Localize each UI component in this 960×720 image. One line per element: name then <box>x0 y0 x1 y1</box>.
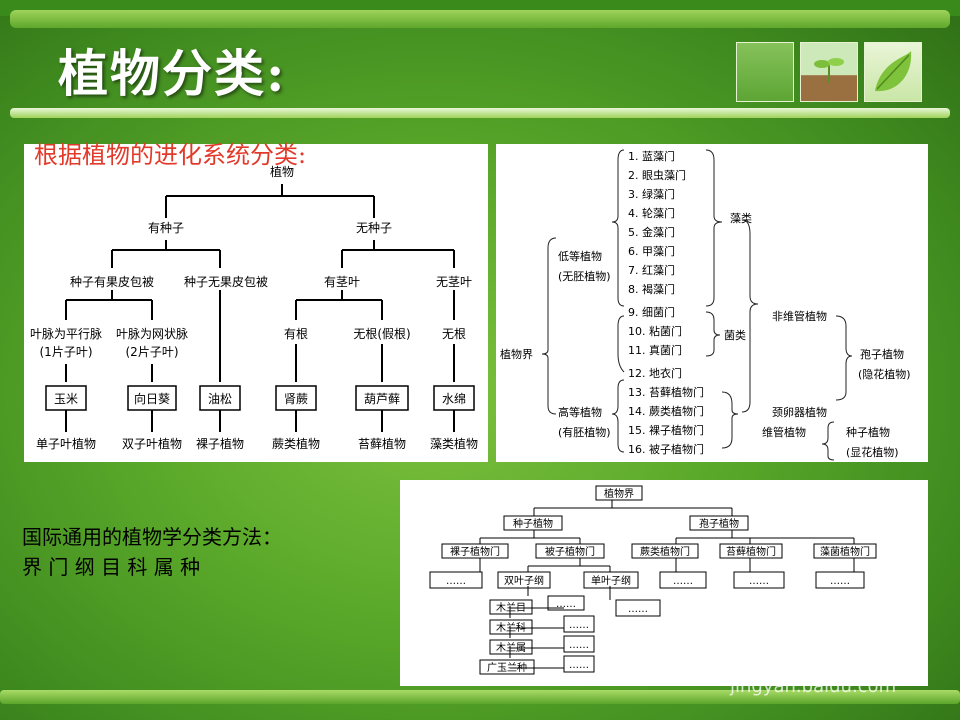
label-higher-note: (有胚植物) <box>558 425 611 439</box>
phylum-16: 16. 被子植物门 <box>628 442 704 456</box>
subtitle: 根据植物的进化系统分类: <box>34 135 306 170</box>
label-lower-note: (无胚植物) <box>558 269 611 283</box>
sprout-image <box>800 42 858 102</box>
label-spore: 孢子植物 <box>860 347 904 361</box>
node-l3-4: 有根 <box>284 327 308 341</box>
leaf-image <box>864 42 922 102</box>
tax-root: 植物界 <box>604 487 634 500</box>
node-l1-1: 无种子 <box>356 221 392 235</box>
tax-dots-7: …… <box>569 640 589 651</box>
watermark-url: jingyan.baidu.com <box>730 676 896 697</box>
phylum-2: 2. 眼虫藻门 <box>628 168 686 182</box>
tax-dots-0: …… <box>446 576 466 587</box>
label-seed: 种子植物 <box>846 425 890 439</box>
top-decor-line <box>10 10 950 28</box>
tax-seed-plants: 种子植物 <box>513 517 553 530</box>
intl-line-1: 国际通用的植物学分类方法： <box>22 522 282 552</box>
node-l3-1: (1片子叶) <box>40 345 93 359</box>
tax-family: 木兰科 <box>496 621 526 634</box>
tax-phylum-1: 被子植物门 <box>545 545 595 558</box>
example-2: 油松 <box>208 392 232 406</box>
node-l3-5: 无根(假根) <box>353 327 410 341</box>
tax-spore-plants: 孢子植物 <box>699 517 739 530</box>
label-kingdom: 植物界 <box>500 347 533 361</box>
node-l3-0: 叶脉为平行脉 <box>30 326 102 341</box>
example-1: 向日葵 <box>134 391 170 406</box>
phylum-bracket-diagram: 1. 蓝藻门 2. 眼虫藻门 3. 绿藻门 4. 轮藻门 5. 金藻门 6. 甲… <box>496 144 928 462</box>
tax-phylum-2: 蕨类植物门 <box>640 545 690 558</box>
phylum-13: 13. 苔藓植物门 <box>628 385 704 399</box>
label-algae: 藻类 <box>730 211 752 225</box>
phylum-10: 10. 粘菌门 <box>628 324 682 338</box>
page-title: 植物分类: <box>58 34 286 106</box>
header-separator <box>10 108 950 118</box>
tax-dots-4: …… <box>628 604 648 615</box>
node-l3-6: 无根 <box>442 327 466 341</box>
phylum-6: 6. 甲藻门 <box>628 244 675 258</box>
label-vascular: 维管植物 <box>762 425 806 439</box>
evolution-tree-panel: 植物 有种子 无种子 种子有果皮包被 种子无果皮包被 有茎叶 无茎叶 叶脉为平行… <box>24 144 488 462</box>
group-5: 藻类植物 <box>430 436 478 451</box>
tax-dots-8: …… <box>569 660 589 671</box>
group-1: 双子叶植物 <box>122 436 182 451</box>
tax-class-1: 单叶子纲 <box>591 574 631 587</box>
phylum-1: 1. 蓝藻门 <box>628 149 675 163</box>
tax-species: 广玉兰种 <box>487 661 527 674</box>
tax-class-0: 双叶子纲 <box>504 574 544 587</box>
node-l2-0: 种子有果皮包被 <box>70 275 154 289</box>
label-spore-note: (隐花植物) <box>858 367 911 381</box>
phylum-3: 3. 绿藻门 <box>628 187 675 201</box>
example-3: 肾蕨 <box>284 392 308 406</box>
label-seed-note: (显花植物) <box>846 445 899 459</box>
example-4: 葫芦藓 <box>364 392 400 406</box>
tax-genus: 木兰属 <box>496 641 526 654</box>
decor-tile-green <box>736 42 794 102</box>
label-higher: 高等植物 <box>558 405 602 419</box>
tax-phylum-0: 裸子植物门 <box>450 545 500 558</box>
group-4: 苔藓植物 <box>358 436 406 451</box>
group-0: 单子叶植物 <box>36 436 96 451</box>
node-l2-1: 种子无果皮包被 <box>184 275 268 289</box>
group-3: 蕨类植物 <box>272 436 320 451</box>
phylum-4: 4. 轮藻门 <box>628 206 675 220</box>
tax-phylum-4: 藻菌植物门 <box>820 545 870 558</box>
phylum-9: 9. 细菌门 <box>628 305 675 319</box>
phylum-5: 5. 金藻门 <box>628 225 675 239</box>
label-lower: 低等植物 <box>558 249 602 263</box>
phylum-11: 11. 真菌门 <box>628 343 682 357</box>
node-l3-3: (2片子叶) <box>126 345 179 359</box>
example-0: 玉米 <box>54 392 78 406</box>
phylum-table-panel: 1. 蓝藻门 2. 眼虫藻门 3. 绿藻门 4. 轮藻门 5. 金藻门 6. 甲… <box>496 144 928 462</box>
tax-dots-3: …… <box>830 576 850 587</box>
intl-classification-text: 国际通用的植物学分类方法： 界 门 纲 目 科 属 种 <box>22 522 282 582</box>
phylum-8: 8. 褐藻门 <box>628 282 675 296</box>
phylum-7: 7. 红藻门 <box>628 263 675 277</box>
phylum-14: 14. 蕨类植物门 <box>628 404 704 418</box>
tax-dots-6: …… <box>569 620 589 631</box>
example-5: 水绵 <box>442 392 466 406</box>
group-2: 裸子植物 <box>196 436 244 451</box>
node-l3-2: 叶脉为网状脉 <box>116 326 188 341</box>
tax-order: 木兰目 <box>496 601 526 614</box>
tax-phylum-3: 苔藓植物门 <box>726 545 776 558</box>
label-fungi: 菌类 <box>724 328 746 342</box>
tax-dots-5: …… <box>556 599 576 610</box>
evolution-tree-diagram: 植物 有种子 无种子 种子有果皮包被 种子无果皮包被 有茎叶 无茎叶 叶脉为平行… <box>24 144 488 462</box>
node-l2-3: 无茎叶 <box>436 275 472 289</box>
phylum-15: 15. 裸子植物门 <box>628 423 704 437</box>
label-archegoniate: 颈卵器植物 <box>772 405 827 419</box>
intl-line-2: 界 门 纲 目 科 属 种 <box>22 552 282 582</box>
phylum-12: 12. 地衣门 <box>628 366 682 380</box>
node-l1-0: 有种子 <box>148 221 184 235</box>
node-l2-2: 有茎叶 <box>324 275 360 289</box>
tax-dots-1: …… <box>673 576 693 587</box>
label-nonvascular: 非维管植物 <box>772 309 827 323</box>
tax-dots-2: …… <box>749 576 769 587</box>
